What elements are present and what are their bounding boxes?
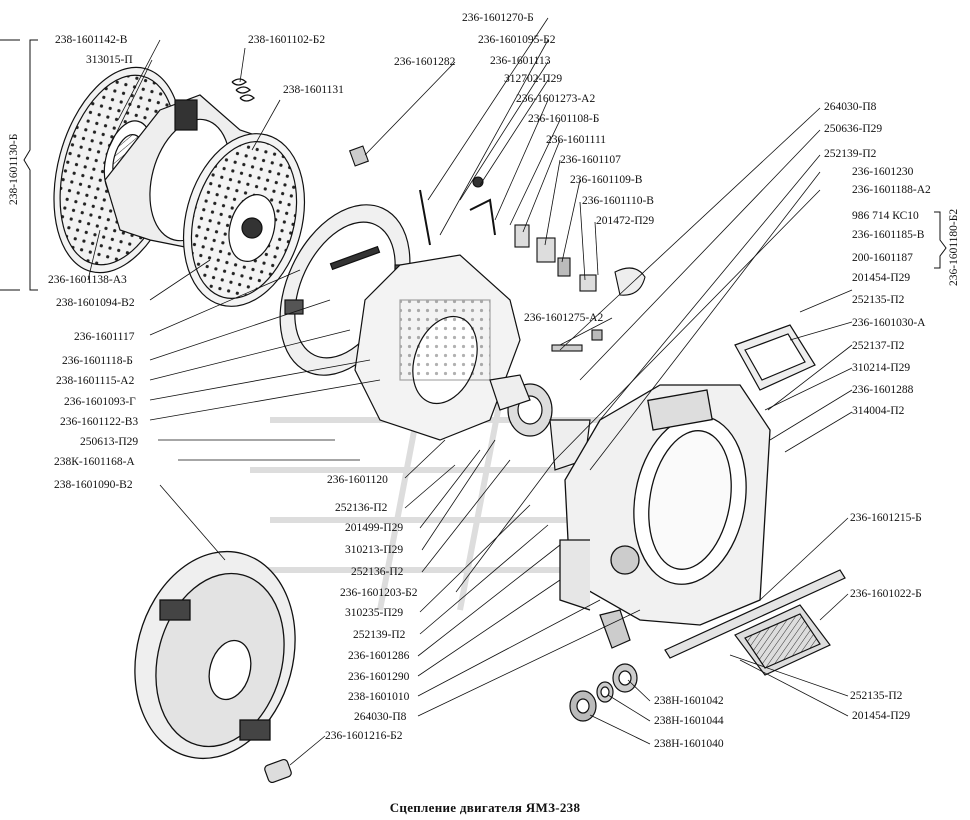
driven-disc	[182, 133, 306, 307]
part-label: 236-1601216-Б2	[325, 730, 403, 742]
part-label: 201499-П29	[345, 522, 404, 534]
part-label: 252139-П2	[353, 629, 406, 641]
bottom-cover-plate	[734, 604, 831, 676]
part-label: 250613-П29	[80, 436, 139, 448]
part-label: 236-1601286	[348, 650, 410, 662]
leader-lines	[87, 17, 853, 766]
seal-rings	[569, 663, 638, 722]
part-label: 236-1601273-А2	[516, 93, 596, 105]
part-label: 252136-П2	[335, 502, 388, 514]
part-label: 264030-П8	[354, 711, 407, 723]
part-label: 236-1601185-В	[852, 229, 925, 241]
part-label: 236-1601110-В	[582, 195, 654, 207]
part-label: 201454-П29	[852, 710, 911, 722]
part-label: 236-1601118-Б	[62, 355, 133, 367]
part-label: 236-1601275-А2	[524, 312, 604, 324]
part-label: 238-1601102-Б2	[248, 34, 326, 46]
part-label: 252135-П2	[852, 294, 905, 306]
part-label: 250636-П29	[824, 123, 883, 135]
part-label: 200-1601187	[852, 252, 913, 264]
part-label: 313015-П	[86, 54, 133, 66]
part-label: 238-1601115-А2	[56, 375, 135, 387]
part-label: 236-1601288	[852, 384, 914, 396]
part-label: 238-1601094-В2	[56, 297, 135, 309]
part-label: 238Н-1601044	[654, 715, 724, 727]
small-parts-upper	[348, 145, 646, 352]
release-bearing	[489, 374, 591, 471]
group-bracket-left	[0, 39, 38, 291]
part-label: 236-1601111	[546, 134, 607, 146]
part-label: 238-1601142-В	[55, 34, 128, 46]
inspection-cover	[734, 324, 816, 391]
group-label-right: 236-1601180-Б2	[948, 208, 960, 286]
part-label: 238-1601010	[348, 691, 410, 703]
part-label: 236-1601230	[852, 166, 914, 178]
group-label-left: 238-1601130-Б	[8, 133, 20, 205]
part-label: 238Н-1601042	[654, 695, 724, 707]
part-label: 238К-1601168-А	[54, 456, 135, 468]
part-label: 314004-П2	[852, 405, 905, 417]
part-label: 236-1601109-В	[570, 174, 643, 186]
spring-part	[231, 78, 255, 102]
part-label: 986 714 КС10	[852, 210, 919, 222]
part-label: 236-1601108-Б	[528, 113, 600, 125]
part-label: 236-1601188-А2	[852, 184, 931, 196]
part-label: 236-1601270-Б	[462, 12, 534, 24]
part-label: 201454-П29	[852, 272, 911, 284]
part-label: 236-1601290	[348, 671, 410, 683]
part-label: 252136-П2	[351, 566, 404, 578]
part-label: 236-1601022-Б	[850, 588, 922, 600]
part-label: 236-1601203-Б2	[340, 587, 418, 599]
part-label: 236-1601107	[560, 154, 621, 166]
part-label: 310213-П29	[345, 544, 404, 556]
shaft	[664, 569, 846, 659]
part-label: 252135-П2	[850, 690, 903, 702]
part-label: 236-1601138-А3	[48, 274, 127, 286]
part-label: 236-1601113	[490, 55, 551, 67]
part-label: 236-1601282	[394, 56, 456, 68]
elbow-fitting	[599, 609, 631, 649]
part-label: 238-1601090-В2	[54, 479, 133, 491]
part-label: 252139-П2	[824, 148, 877, 160]
diagram-caption: Сцепление двигателя ЯМЗ-238	[389, 800, 581, 815]
part-label: 201472-П29	[596, 215, 655, 227]
part-label: 310235-П29	[345, 607, 404, 619]
part-label: 312702-П29	[504, 73, 563, 85]
part-label: 238-1601131	[283, 84, 344, 96]
part-label: 236-1601030-А	[852, 317, 926, 329]
part-label: 236-1601120	[327, 474, 388, 486]
housing-plate	[354, 254, 521, 441]
part-label: 236-1601095-Б2	[478, 34, 556, 46]
bushing-part	[264, 758, 292, 784]
part-label: 236-1601215-Б	[850, 512, 922, 524]
group-bracket-right	[934, 211, 947, 269]
part-label: 252137-П2	[852, 340, 905, 352]
part-label: 236-1601122-В3	[60, 416, 139, 428]
part-label: 236-1601117	[74, 331, 135, 343]
part-label: 236-1601093-Г	[64, 396, 136, 408]
bell-housing	[559, 384, 771, 626]
part-label: 238Н-1601040	[654, 738, 724, 750]
part-label: 310214-П29	[852, 362, 911, 374]
clutch-assembly	[134, 550, 296, 760]
part-label: 264030-П8	[824, 101, 877, 113]
